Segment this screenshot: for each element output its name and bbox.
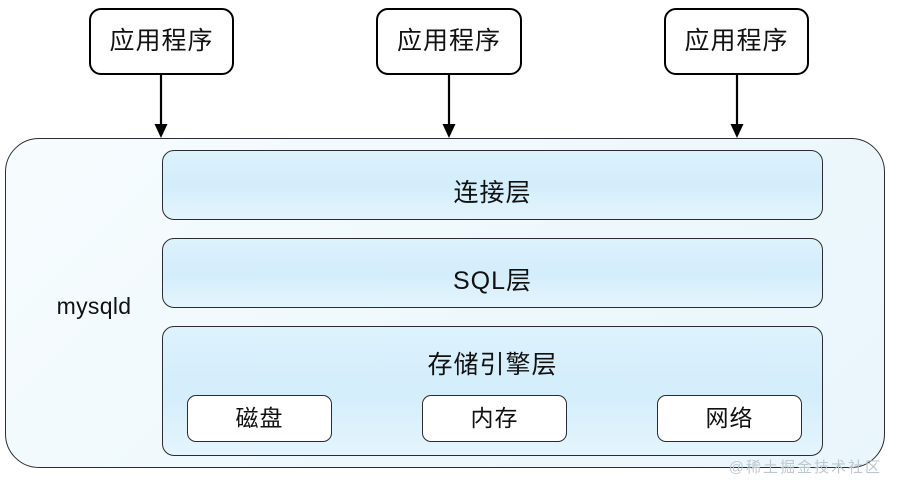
arrow-down-icon-app-3	[730, 74, 744, 138]
app-box-2: 应用程序	[376, 8, 522, 75]
arrow-down-icon-app-2	[442, 74, 456, 138]
sql-layer: SQL层	[162, 238, 823, 308]
storage-resource-disk: 磁盘	[187, 395, 332, 442]
storage-resource-memory-label: 内存	[470, 405, 519, 431]
watermark: @稀土掘金技术社区	[728, 459, 882, 476]
app-box-2-label: 应用程序	[396, 27, 501, 55]
storage-engine-layer: 存储引擎层 磁盘 内存 网络	[162, 326, 823, 456]
mysqld-label: mysqld	[56, 293, 132, 319]
storage-resource-memory: 内存	[422, 395, 567, 442]
storage-resource-network: 网络	[657, 395, 802, 442]
storage-engine-layer-label: 存储引擎层	[427, 351, 558, 379]
app-box-1-label: 应用程序	[109, 27, 214, 55]
sql-layer-label: SQL层	[452, 267, 533, 295]
arrow-down-icon-app-1	[154, 74, 168, 138]
app-box-3-label: 应用程序	[684, 27, 789, 55]
app-box-1: 应用程序	[89, 8, 234, 75]
storage-resource-disk-label: 磁盘	[235, 405, 284, 431]
connection-layer: 连接层	[162, 150, 823, 220]
app-box-3: 应用程序	[664, 8, 809, 75]
storage-resource-network-label: 网络	[705, 405, 754, 431]
connection-layer-label: 连接层	[453, 179, 532, 207]
